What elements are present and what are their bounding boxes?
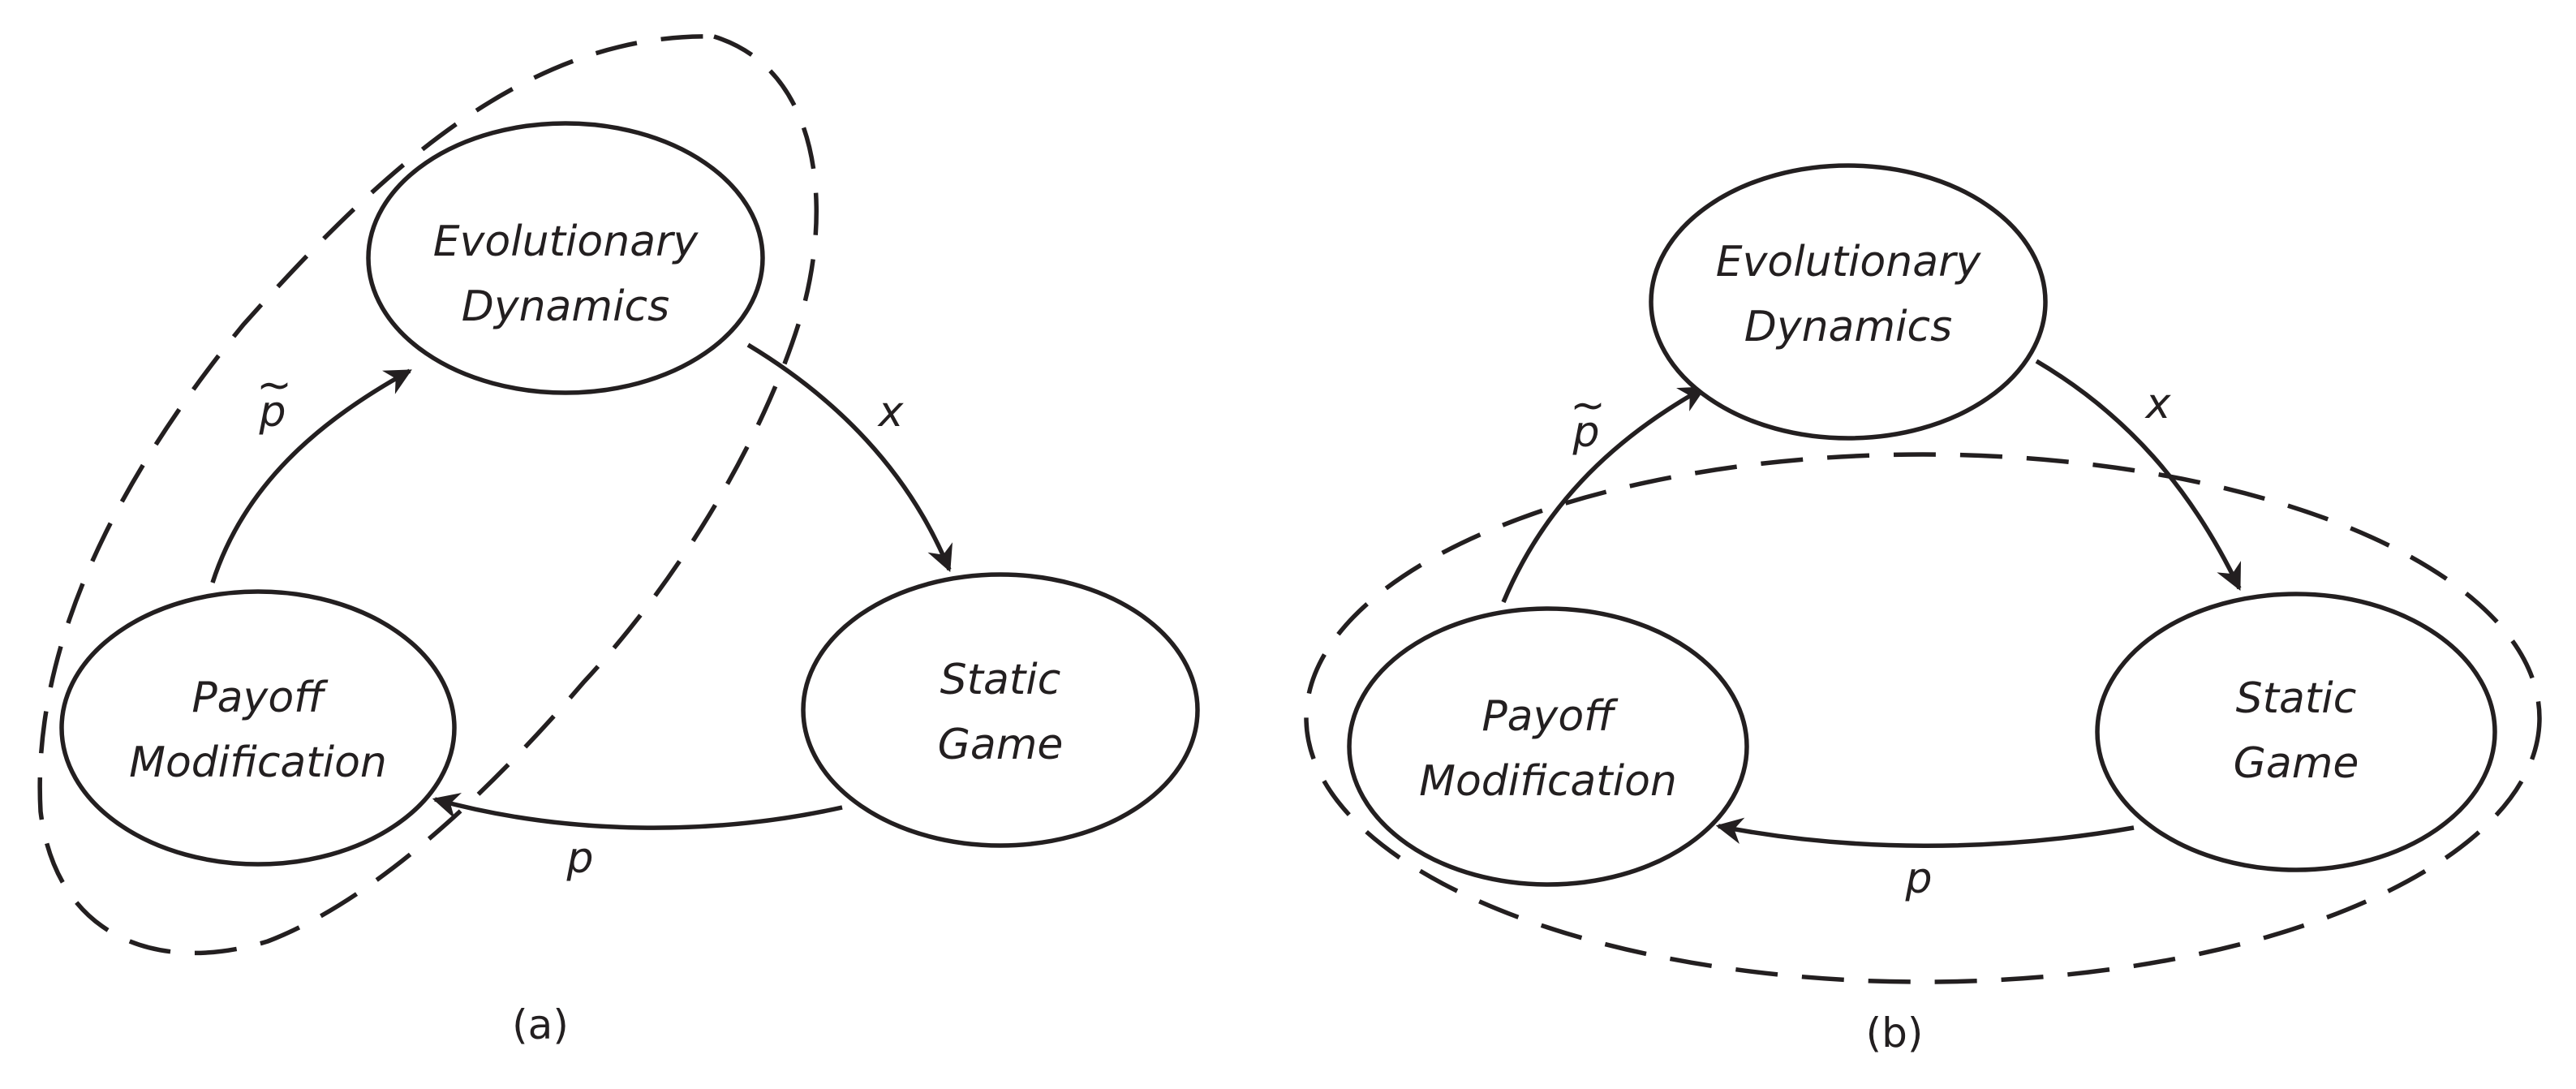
node-label-line1: Evolutionary [433,217,699,266]
panel-a-caption: (a) [512,1001,569,1048]
node-label-line2: Dynamics [462,282,669,331]
panel-a-edge-p-tilde [210,368,412,583]
panel-b-caption: (b) [1866,1009,1924,1057]
panel-a-label-p: p [566,834,593,883]
panel-b-edge-x [2035,359,2242,591]
panel-b-edge-p [1715,817,2135,848]
node-label-line1: Static [940,656,1061,704]
panel-a-node-static-game: Static Game [801,572,1200,848]
node-label-line2: Game [2234,739,2359,788]
panel-a-node-payoff-modification: Payoff Modification [59,589,457,867]
panel-b-node-static-game: Static Game [2095,592,2497,872]
node-label-line2: Modification [129,738,387,787]
panel-b-label-p-tilde: p [1572,408,1599,457]
panel-a-dashed-boundary [37,34,819,956]
panel-b-tilde-mark: ~ [1570,381,1606,430]
node-label-line1: Evolutionary [1716,238,1982,286]
panel-a-label-p-tilde: p [258,388,286,437]
node-label-line2: Dynamics [1744,303,1952,351]
panel-a-tilde-mark: ~ [256,361,292,410]
panel-b-node-evolutionary-dynamics: Evolutionary Dynamics [1649,163,2048,441]
panel-a-node-evolutionary-dynamics: Evolutionary Dynamics [366,121,765,395]
panel-a-edge-x [746,342,953,573]
panel-a-edge-p [432,792,843,830]
panel-b-label-p: p [1904,854,1932,903]
panel-b-edge-p-tilde [1501,385,1706,604]
panel-a: Evolutionary Dynamics Static Game Payoff… [37,34,1200,1048]
panel-a-label-x: x [877,388,905,437]
panel-b: Evolutionary Dynamics Static Game Payoff… [1304,163,2542,1057]
panel-b-dashed-boundary [1304,452,2542,984]
node-label-line1: Payoff [1482,692,1619,741]
panel-b-node-payoff-modification: Payoff Modification [1347,606,1749,887]
node-label-line1: Static [2236,674,2357,723]
node-label-line1: Payoff [191,674,329,722]
node-label-line2: Modification [1419,757,1677,806]
panel-b-label-x: x [2144,380,2172,428]
node-label-line2: Game [938,721,1064,769]
